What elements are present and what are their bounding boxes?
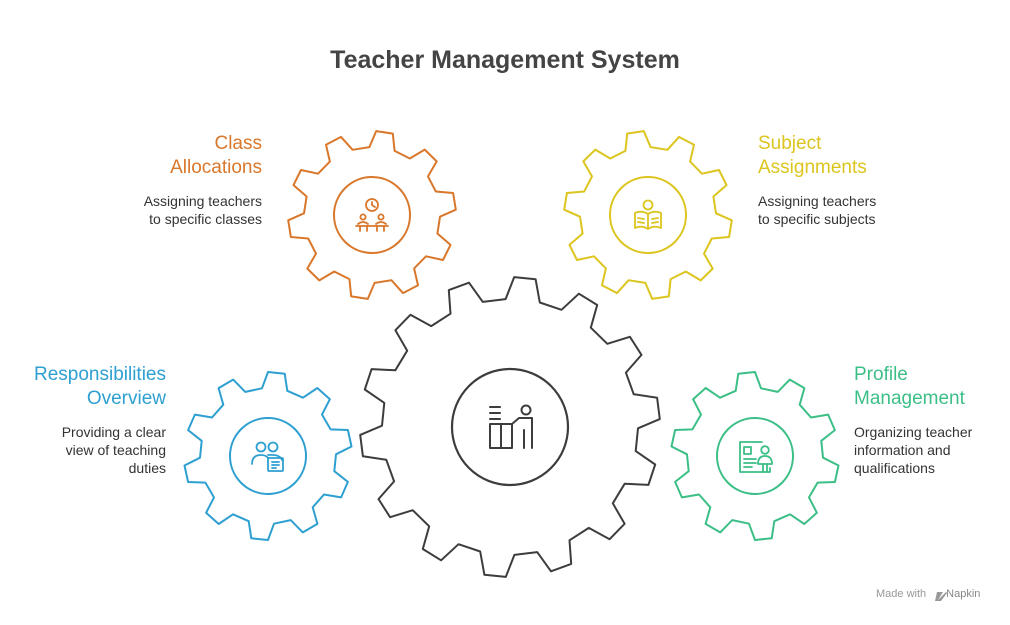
responsibilities-heading-line1: Responsibilities — [33, 364, 166, 385]
responsibilities-overview-block: Responsibilities Overview Providing a cl… — [0, 363, 166, 477]
made-with-napkin-footer: Made with Napkin — [876, 588, 980, 600]
class-allocations-block: Class Allocations Assigning teachers to … — [82, 132, 262, 228]
profile-heading-line1: Profile — [854, 364, 908, 385]
profile-management-block: Profile Management Organizing teacher in… — [854, 363, 1010, 477]
responsibilities-hub-circle — [229, 417, 307, 495]
class-desc-line1: Assigning teachers — [143, 193, 262, 209]
responsibilities-desc-line1: Providing a clear — [61, 424, 166, 440]
subject-desc-line2: to specific subjects — [758, 211, 876, 227]
subject-heading-line1: Subject — [758, 133, 822, 154]
subject-assignments-gear — [563, 130, 733, 300]
profile-desc-line2: information and — [854, 442, 951, 458]
class-heading-line2: Allocations — [170, 157, 262, 178]
class-hub-circle — [333, 176, 411, 254]
profile-hub-circle — [716, 417, 794, 495]
responsibilities-desc-line3: duties — [128, 460, 166, 476]
classroom-icon — [355, 198, 389, 232]
people-document-icon — [251, 441, 284, 472]
class-heading-line1: Class — [214, 133, 262, 154]
profile-heading-line2: Management — [854, 388, 965, 409]
responsibilities-heading-line2: Overview — [86, 388, 166, 409]
page-title: Teacher Management System — [330, 46, 680, 74]
napkin-logo-icon — [935, 592, 947, 601]
subject-assignments-block: Subject Assignments Assigning teachers t… — [758, 132, 938, 228]
subject-hub-circle — [609, 176, 687, 254]
class-allocations-gear — [287, 130, 457, 300]
subject-heading-line2: Assignments — [758, 157, 867, 178]
reading-book-icon — [634, 199, 662, 230]
responsibilities-overview-gear — [183, 371, 353, 541]
subject-desc-line1: Assigning teachers — [758, 193, 877, 209]
profile-card-icon — [739, 441, 773, 473]
napkin-brand-label: Napkin — [946, 588, 981, 600]
profile-desc-line1: Organizing teacher — [854, 424, 973, 440]
profile-desc-line3: qualifications — [854, 460, 935, 476]
made-with-label: Made with — [876, 588, 927, 600]
responsibilities-desc-line2: view of teaching — [65, 442, 166, 458]
class-desc-line2: to specific classes — [149, 211, 262, 227]
profile-management-gear — [670, 371, 840, 541]
teacher-at-desk-icon — [489, 404, 533, 449]
center-hub-circle — [450, 367, 570, 487]
center-gear — [359, 276, 661, 578]
